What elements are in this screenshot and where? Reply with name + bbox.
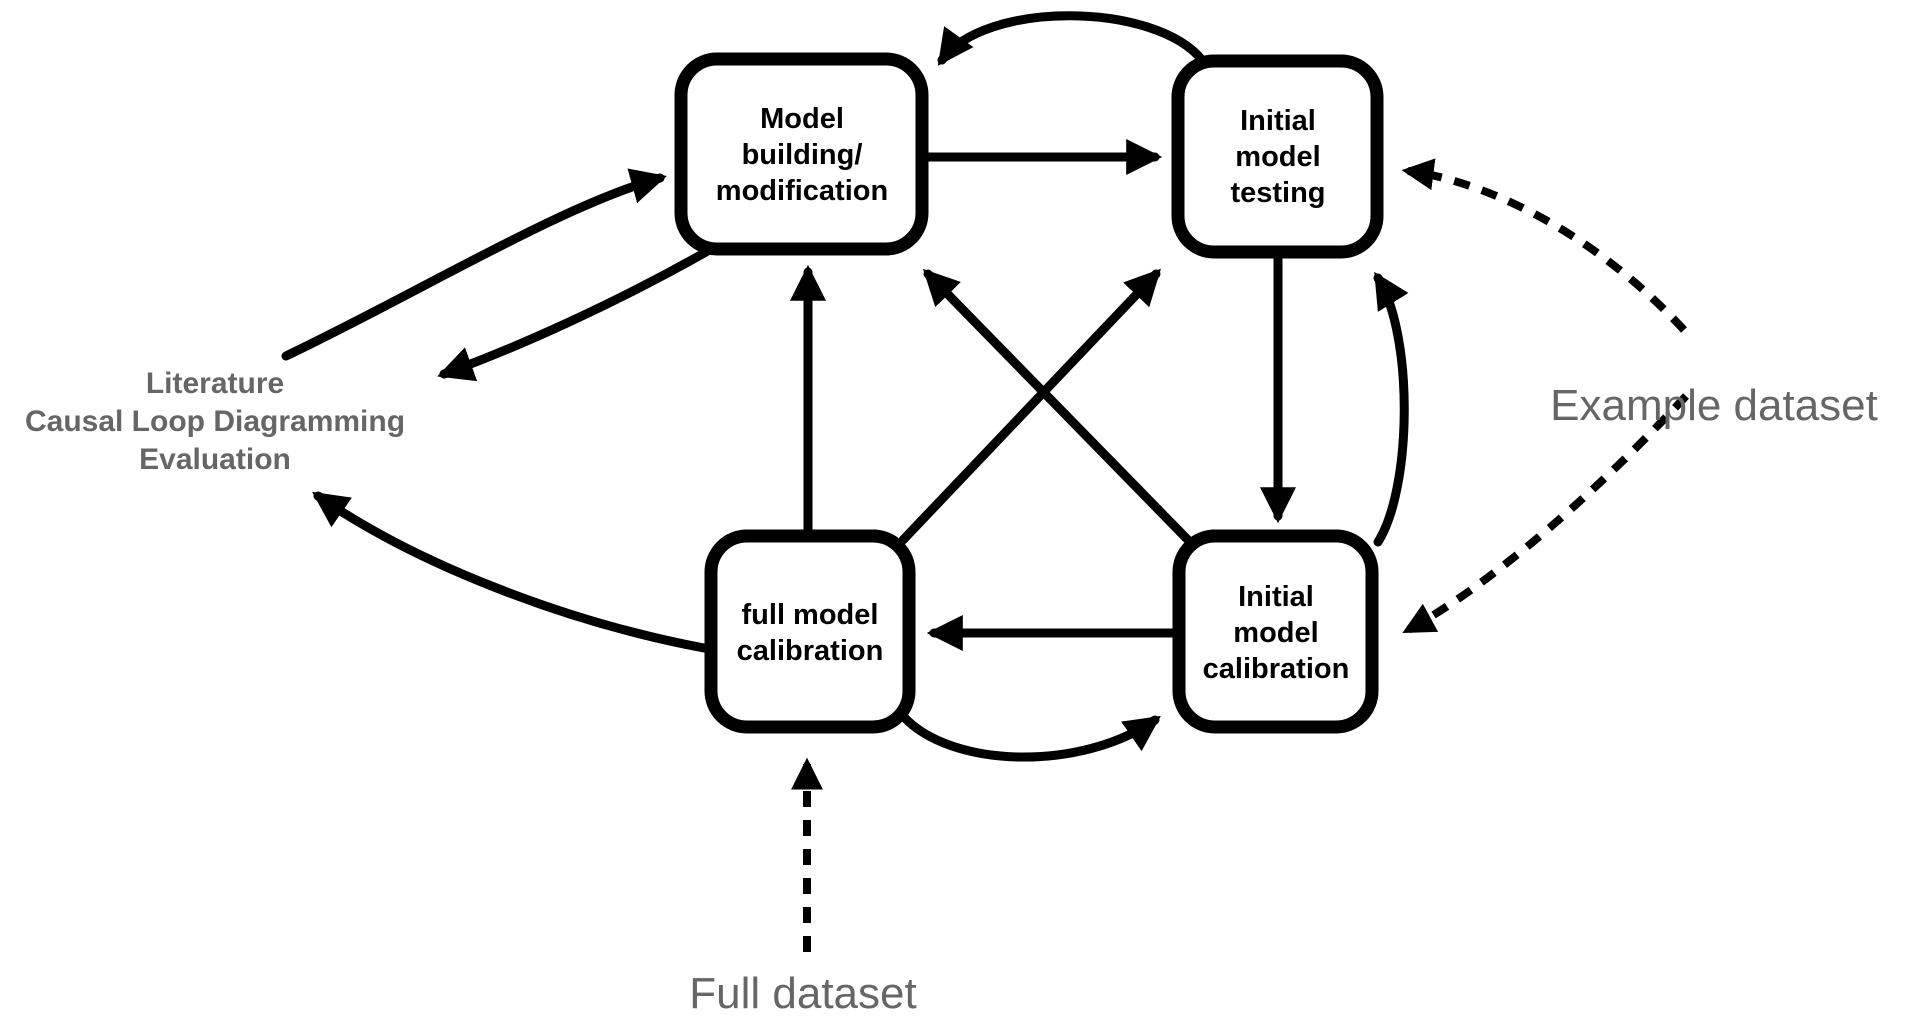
node-initial-model-calibration-line-3: calibration (1203, 653, 1350, 685)
node-full-model-calibration: full model calibration (704, 529, 916, 734)
arrow-initial-calibration-to-model-building (922, 268, 1193, 545)
dashed-arrow-example-dataset-to-initial-testing (1401, 158, 1687, 333)
dashed-arrow-example-dataset-to-initial-calibration (1402, 393, 1689, 634)
arrow-full-calibration-to-initial-testing (898, 268, 1161, 545)
literature-label-line-2: Causal Loop Diagramming (25, 405, 405, 438)
node-initial-model-testing-line-3: testing (1230, 177, 1325, 209)
node-initial-model-calibration-line-1: Initial (1238, 581, 1314, 613)
node-model-building: Model building/ modification (674, 52, 929, 256)
arrow-initial-calibration-to-initial-testing-arc (1373, 271, 1409, 547)
node-initial-model-calibration-line-2: model (1233, 617, 1318, 649)
node-box-full-model-calibration (704, 529, 916, 734)
full-dataset-label: Full dataset (689, 969, 916, 1018)
node-model-building-line-1: Model (760, 103, 844, 135)
node-full-model-calibration-line-1: full model (742, 599, 879, 631)
node-box-initial-model-calibration (1172, 529, 1379, 734)
literature-label: Literature Causal Loop Diagramming Evalu… (25, 367, 405, 476)
literature-label-line-3: Evaluation (139, 443, 291, 476)
node-full-model-calibration-line-2: calibration (737, 635, 884, 667)
node-initial-model-testing: Initial model testing (1171, 54, 1384, 259)
node-model-building-line-3: modification (716, 175, 888, 207)
node-model-building-line-2: building/ (742, 139, 863, 171)
arrow-initial-testing-to-model-building-arc (937, 11, 1207, 66)
arrow-literature-to-model-building (281, 168, 667, 361)
node-initial-model-calibration: Initial model calibration (1172, 529, 1379, 734)
node-initial-model-testing-line-1: Initial (1240, 105, 1316, 137)
node-initial-model-testing-line-2: model (1235, 141, 1320, 173)
literature-label-line-1: Literature (146, 367, 284, 400)
node-box-model-building (674, 52, 929, 256)
node-box-initial-model-testing (1171, 54, 1384, 259)
arrow-model-building-to-literature (437, 247, 711, 382)
arrow-full-calibration-to-evaluation (312, 491, 709, 653)
arrow-full-calibration-to-initial-calibration-arc (898, 711, 1161, 762)
example-dataset-label: Example dataset (1550, 381, 1878, 430)
